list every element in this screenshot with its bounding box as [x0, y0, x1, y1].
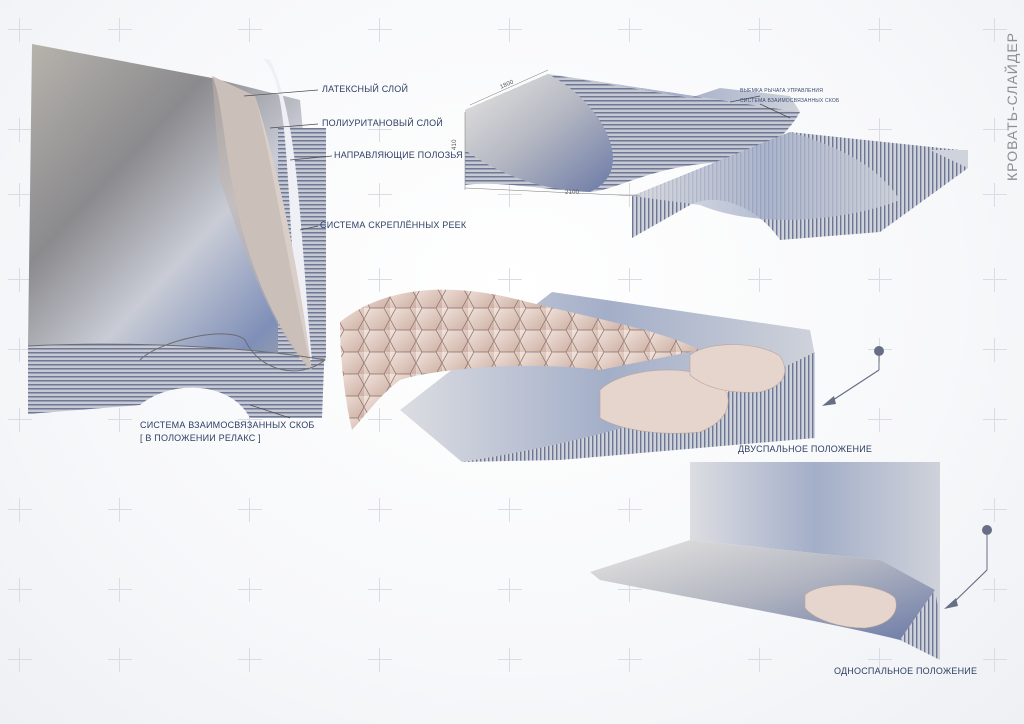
grid-cross-mark — [238, 18, 262, 42]
grid-cross-mark — [368, 183, 392, 207]
grid-cross-mark — [868, 18, 892, 42]
grid-cross-mark — [8, 648, 32, 672]
grid-cross-mark — [748, 648, 772, 672]
grid-cross-mark — [368, 408, 392, 432]
grid-cross-mark — [498, 183, 522, 207]
grid-cross-mark — [983, 268, 1007, 292]
label-lever-notch: ВЫЕМКА РЫЧАГА УПРАВЛЕНИЯ — [740, 88, 824, 94]
grid-cross-mark — [368, 18, 392, 42]
grid-cross-mark — [868, 648, 892, 672]
grid-cross-mark — [983, 578, 1007, 602]
label-bracket-system: СИСТЕМА ВЗАИМОСВЯЗАННЫХ СКОБ — [140, 420, 315, 430]
grid-cross-mark — [983, 648, 1007, 672]
grid-cross-mark — [238, 498, 262, 522]
single-position-model — [590, 462, 940, 660]
grid-cross-mark — [868, 118, 892, 142]
grid-cross-mark — [983, 498, 1007, 522]
grid-cross-mark — [868, 408, 892, 432]
double-position-model — [340, 289, 815, 462]
grid-cross-mark — [108, 648, 132, 672]
grid-cross-mark — [983, 183, 1007, 207]
grid-cross-mark — [498, 498, 522, 522]
grid-cross-mark — [983, 18, 1007, 42]
grid-cross-mark — [8, 498, 32, 522]
label-guide-rails: НАПРАВЛЯЮЩИЕ ПОЛОЗЬЯ — [334, 150, 463, 160]
label-polyurethane-layer: ПОЛИУРИТАНОВЫЙ СЛОЙ — [322, 118, 443, 128]
grid-cross-mark — [983, 118, 1007, 142]
grid-cross-mark — [8, 268, 32, 292]
grid-cross-mark — [368, 578, 392, 602]
leader-lines — [243, 89, 791, 419]
grid-cross-mark — [238, 578, 262, 602]
grid-cross-mark — [108, 18, 132, 42]
grid-cross-mark — [498, 648, 522, 672]
grid-cross-mark — [748, 18, 772, 42]
grid-cross-mark — [618, 648, 642, 672]
grid-cross-mark — [618, 578, 642, 602]
slider-model-top — [464, 69, 968, 240]
grid-cross-mark — [498, 268, 522, 292]
grid-cross-mark — [108, 578, 132, 602]
arrow-double-position — [822, 346, 884, 406]
grid-cross-mark — [108, 498, 132, 522]
grid-cross-mark — [618, 18, 642, 42]
grid-cross-mark — [618, 183, 642, 207]
grid-cross-mark — [748, 268, 772, 292]
grid-cross-mark — [8, 338, 32, 362]
grid-cross-mark — [108, 408, 132, 432]
grid-cross-mark — [498, 578, 522, 602]
dimension-length: 2100 — [565, 190, 580, 196]
grid-cross-mark — [983, 408, 1007, 432]
grid-cross-mark — [8, 18, 32, 42]
label-relax-position: [ В ПОЛОЖЕНИИ РЕЛАКС ] — [140, 433, 261, 443]
label-slat-system: СИСТЕМА СКРЕПЛЁННЫХ РЕЕК — [320, 220, 467, 230]
grid-cross-mark — [498, 18, 522, 42]
grid-cross-mark — [368, 498, 392, 522]
grid-cross-mark — [618, 268, 642, 292]
label-latex-layer: ЛАТЕКСНЫЙ СЛОЙ — [322, 84, 409, 94]
arrow-single-position — [944, 525, 992, 609]
grid-cross-mark — [368, 268, 392, 292]
grid-cross-mark — [8, 408, 32, 432]
grid-cross-mark — [8, 118, 32, 142]
label-double-position: ДВУСПАЛЬНОЕ ПОЛОЖЕНИЕ — [738, 444, 873, 454]
grid-cross-mark — [983, 338, 1007, 362]
label-single-position: ОДНОСПАЛЬНОЕ ПОЛОЖЕНИЕ — [834, 666, 978, 676]
grid-cross-mark — [238, 408, 262, 432]
label-bracket-system-small: СИСТЕМА ВЗАИМОСВЯЗАННЫХ СКОБ — [740, 98, 840, 104]
grid-cross-mark — [868, 268, 892, 292]
grid-cross-mark — [238, 648, 262, 672]
grid-cross-mark — [8, 183, 32, 207]
dimension-height: 410 — [452, 139, 458, 150]
grid-cross-mark — [8, 578, 32, 602]
vertical-bed-model — [27, 44, 327, 418]
grid-cross-mark — [368, 118, 392, 142]
grid-cross-mark — [618, 498, 642, 522]
grid-cross-mark — [368, 648, 392, 672]
